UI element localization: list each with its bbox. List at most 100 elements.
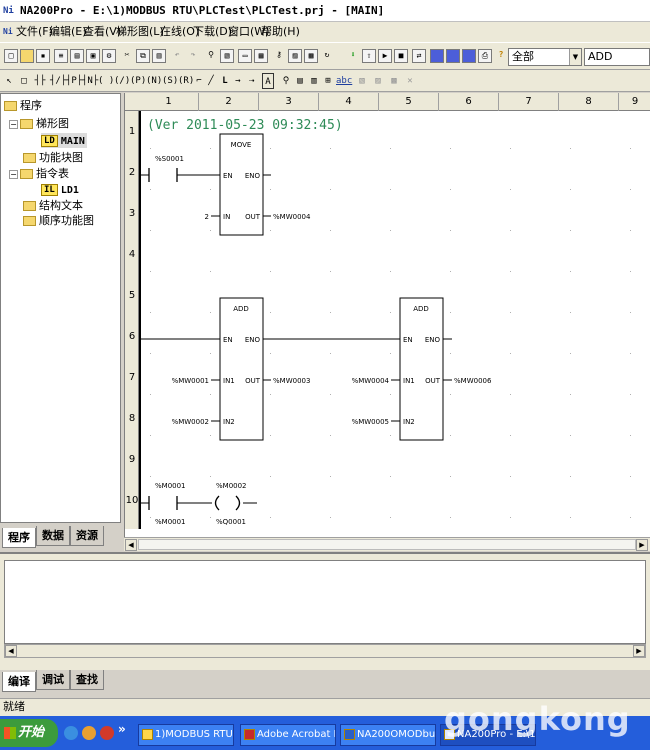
scope-select[interactable]: 全部 ▼ bbox=[508, 48, 582, 66]
arrow-right-icon[interactable]: → bbox=[235, 76, 241, 86]
tab-debug[interactable]: 调试 bbox=[36, 670, 70, 690]
zoom-icon[interactable]: ▧ bbox=[220, 49, 234, 63]
undo-icon[interactable]: ↶ bbox=[174, 50, 180, 59]
print-icon[interactable]: ▣ bbox=[86, 49, 100, 63]
print-preview-icon[interactable]: ▤ bbox=[70, 49, 84, 63]
move-block[interactable]: MOVE EN ENO IN OUT bbox=[219, 133, 264, 236]
coil-p-icon[interactable]: (P) bbox=[130, 76, 147, 86]
move-in-value[interactable]: 2 bbox=[205, 213, 209, 221]
add-block-1[interactable]: ADD EN ENO IN1 OUT IN2 bbox=[219, 297, 264, 441]
move-out-var[interactable]: %MW0004 bbox=[273, 213, 311, 221]
refresh-icon[interactable]: ↻ bbox=[324, 50, 330, 59]
cut-icon[interactable]: ✂ bbox=[124, 50, 130, 59]
opera-icon[interactable] bbox=[100, 726, 114, 740]
add1-in1-var[interactable]: %MW0001 bbox=[172, 377, 209, 385]
split-icon[interactable]: ▩ bbox=[391, 76, 397, 86]
rung10-coil-var[interactable]: %M0002 bbox=[216, 482, 247, 490]
io-icon[interactable]: ⇄ bbox=[412, 49, 426, 63]
window-split-icon[interactable] bbox=[462, 49, 476, 63]
scroll-left-icon[interactable]: ◀ bbox=[5, 645, 17, 657]
coil-set-icon[interactable]: (S) bbox=[162, 76, 179, 86]
magnifier-icon[interactable]: ⚲ bbox=[282, 76, 290, 86]
save-icon[interactable]: ▪ bbox=[36, 49, 50, 63]
window-icon[interactable]: ▭ bbox=[238, 49, 252, 63]
coil-reset-icon[interactable]: (R) bbox=[178, 76, 195, 86]
coil-n-icon[interactable]: (N) bbox=[146, 76, 163, 86]
add2-in2-var[interactable]: %MW0005 bbox=[352, 418, 389, 426]
line-corner-icon[interactable]: ⌐ bbox=[196, 76, 202, 86]
add1-out-var[interactable]: %MW0003 bbox=[273, 377, 310, 385]
contact-nc-icon[interactable]: ┤/├ bbox=[50, 76, 67, 86]
insert-line-icon[interactable]: L bbox=[222, 76, 228, 86]
comment-icon[interactable]: ▧ bbox=[359, 76, 365, 86]
compile-icon[interactable]: ▨ bbox=[288, 49, 302, 63]
coil-icon[interactable]: ( ) bbox=[98, 76, 115, 86]
output-text-area[interactable] bbox=[4, 560, 646, 644]
output-hscrollbar[interactable]: ◀ ▶ bbox=[4, 644, 646, 658]
collapse-icon[interactable]: − bbox=[9, 169, 18, 179]
contact-p-icon[interactable]: ┤P├ bbox=[66, 76, 83, 86]
help-icon[interactable]: ? bbox=[498, 50, 504, 59]
scroll-right-icon[interactable]: ▶ bbox=[633, 645, 645, 657]
tree-item-il[interactable]: −指令表 bbox=[9, 166, 69, 181]
connect-icon[interactable]: ⚷ bbox=[276, 50, 282, 59]
grid-icon[interactable]: ▦ bbox=[254, 49, 268, 63]
select-box-icon[interactable]: □ bbox=[21, 76, 27, 86]
chevron-down-icon[interactable]: ▼ bbox=[569, 49, 581, 65]
task-explorer[interactable]: 1)MODBUS RTU bbox=[138, 724, 234, 746]
variable-icon[interactable]: ▥ bbox=[311, 76, 317, 86]
tab-data[interactable]: 数据 bbox=[36, 526, 70, 546]
tree-root[interactable]: 程序 bbox=[4, 98, 42, 113]
menu-file[interactable]: 文件(F) bbox=[16, 25, 53, 38]
tab-find[interactable]: 查找 bbox=[70, 670, 104, 690]
window-cascade-icon[interactable] bbox=[446, 49, 460, 63]
delete-icon[interactable]: ✕ bbox=[407, 76, 413, 86]
copy-icon[interactable]: ⧉ bbox=[136, 49, 150, 63]
menu-window[interactable]: 窗口(W) bbox=[228, 25, 270, 38]
binoculars-icon[interactable]: ⚲ bbox=[208, 50, 214, 59]
task-acrobat[interactable]: Adobe Acrobat Pr... bbox=[240, 724, 336, 746]
tab-resource[interactable]: 资源 bbox=[70, 526, 104, 546]
menu-ladder[interactable]: 梯形图(L) bbox=[116, 25, 164, 38]
contact-n-icon[interactable]: ┤N├ bbox=[82, 76, 99, 86]
paste-icon[interactable]: ▥ bbox=[152, 49, 166, 63]
add2-out-var[interactable]: %MW0006 bbox=[454, 377, 492, 385]
stop-icon[interactable]: ■ bbox=[394, 49, 408, 63]
line-diagonal-icon[interactable]: ╱ bbox=[208, 76, 214, 86]
function-block-icon[interactable]: ▤ bbox=[297, 76, 303, 86]
tree-item-fbd[interactable]: 功能块图 bbox=[23, 150, 83, 165]
text-box-icon[interactable]: A bbox=[262, 73, 274, 89]
menu-edit[interactable]: 编辑(E) bbox=[49, 25, 87, 38]
tree-item-sfc[interactable]: 顺序功能图 bbox=[23, 213, 94, 228]
collapse-icon[interactable]: − bbox=[9, 119, 18, 129]
open-folder-icon[interactable] bbox=[20, 49, 34, 63]
monitor-icon[interactable]: ▩ bbox=[304, 49, 318, 63]
menu-view[interactable]: 查看(V) bbox=[83, 25, 122, 38]
start-button[interactable]: 开始 bbox=[0, 719, 58, 747]
tree-item-st[interactable]: 结构文本 bbox=[23, 198, 83, 213]
pointer-icon[interactable]: ↖ bbox=[6, 76, 12, 86]
upload-icon[interactable]: ⇧ bbox=[362, 49, 376, 63]
menu-help[interactable]: 帮助(H) bbox=[261, 25, 300, 38]
scroll-left-icon[interactable]: ◀ bbox=[125, 539, 137, 551]
ie-icon[interactable] bbox=[64, 726, 78, 740]
menu-online[interactable]: 在线(O) bbox=[160, 25, 200, 38]
redo-icon[interactable]: ↷ bbox=[190, 50, 196, 59]
coil-negated-icon[interactable]: (/) bbox=[114, 76, 131, 86]
rung10-contact-var[interactable]: %M0001 bbox=[155, 482, 186, 490]
scroll-right-icon[interactable]: ▶ bbox=[636, 539, 648, 551]
contact-no-icon[interactable]: ┤├ bbox=[34, 76, 46, 86]
window-tile-icon[interactable] bbox=[430, 49, 444, 63]
task-word-doc[interactable]: NA200OMODbus与组... bbox=[340, 724, 436, 746]
add-block-2[interactable]: ADD EN ENO IN1 OUT IN2 bbox=[399, 297, 444, 441]
menu-download[interactable]: 下载(D) bbox=[193, 25, 233, 38]
media-icon[interactable] bbox=[82, 726, 96, 740]
element-input[interactable]: ADD bbox=[584, 48, 650, 66]
run-icon[interactable]: ▶ bbox=[378, 49, 392, 63]
download-icon[interactable]: ⬇ bbox=[350, 50, 356, 59]
tree-item-ladder[interactable]: −梯形图 bbox=[9, 116, 69, 131]
add2-in1-var[interactable]: %MW0004 bbox=[352, 377, 390, 385]
tab-compile[interactable]: 编译 bbox=[2, 672, 36, 692]
